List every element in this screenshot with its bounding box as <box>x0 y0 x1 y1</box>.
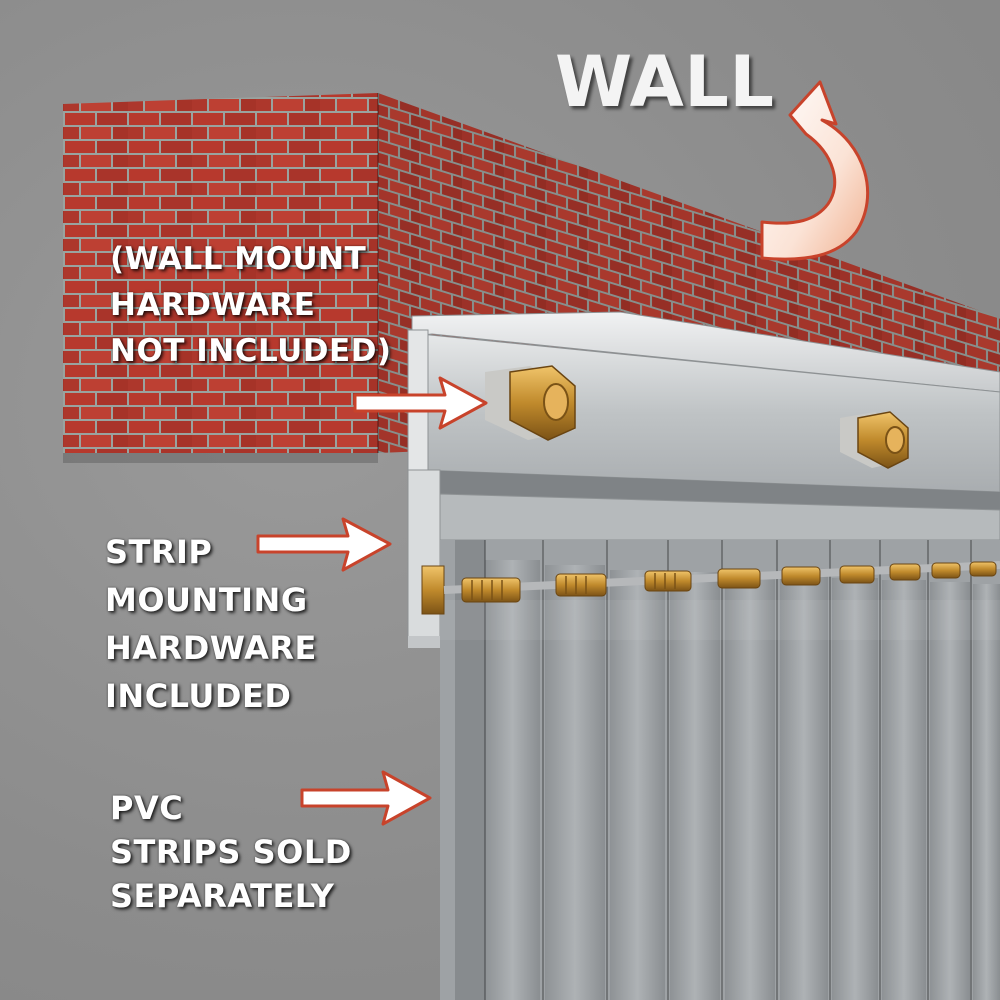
pvc-line-3: SEPARATELY <box>110 877 335 915</box>
wall-mount-line-3: NOT INCLUDED) <box>110 333 392 369</box>
pvc-strips <box>440 540 1000 1000</box>
wall-mount-hardware-label: (WALL MOUNT HARDWARE NOT INCLUDED) <box>110 236 392 374</box>
curved-arrow-icon <box>760 80 870 261</box>
strip-mounting-hardware-label: STRIP MOUNTING HARDWARE INCLUDED <box>105 528 317 720</box>
strip-mounting-line-4: INCLUDED <box>105 677 292 715</box>
strip-mounting-rod <box>421 561 1000 615</box>
wall-anchor-bolt <box>840 411 909 469</box>
wall-anchor-bolt <box>485 365 576 441</box>
strip-mounting-line-3: HARDWARE <box>105 629 317 667</box>
pointer-arrow-icon <box>353 376 488 430</box>
strip-mounting-line-1: STRIP <box>105 533 213 571</box>
strip-mounting-line-2: MOUNTING <box>105 581 308 619</box>
wall-label: WALL <box>555 41 775 123</box>
wall-mount-line-1: (WALL MOUNT <box>110 241 367 277</box>
pvc-strips-label: PVC STRIPS SOLD SEPARATELY <box>110 786 352 918</box>
pvc-line-1: PVC <box>110 789 184 827</box>
wall-mount-line-2: HARDWARE <box>110 287 316 323</box>
pointer-arrow-icon <box>256 517 392 572</box>
pointer-arrow-icon <box>300 770 432 826</box>
pvc-line-2: STRIPS SOLD <box>110 833 352 871</box>
